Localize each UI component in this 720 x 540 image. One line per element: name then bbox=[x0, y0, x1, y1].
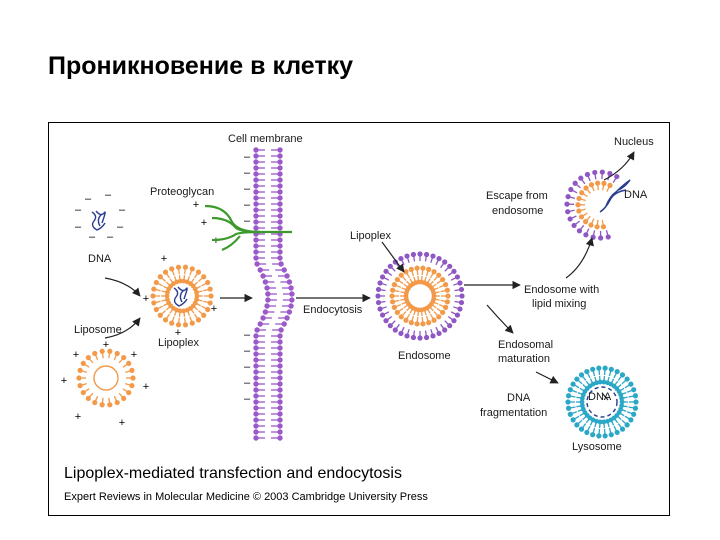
endosome-inner-glyph bbox=[389, 265, 451, 327]
plus-sign: + bbox=[103, 339, 109, 351]
label-endocytosis: Endocytosis bbox=[303, 304, 363, 316]
plus-sign: + bbox=[161, 253, 167, 265]
minus-sign: – bbox=[105, 189, 112, 201]
plus-sign: + bbox=[175, 327, 181, 339]
minus-sign: – bbox=[85, 193, 92, 205]
minus-sign: – bbox=[244, 215, 251, 227]
plus-sign: + bbox=[119, 417, 125, 429]
label-lipoplex-left: Lipoplex bbox=[158, 337, 199, 349]
label-dna-escape: DNA bbox=[624, 189, 648, 201]
label-lipid-mix-line1: Endosome with bbox=[524, 284, 599, 296]
label-dna-left: DNA bbox=[88, 253, 112, 265]
plus-sign: + bbox=[143, 293, 149, 305]
label-fragmentation-line2: fragmentation bbox=[480, 407, 547, 419]
minus-sign: – bbox=[119, 204, 126, 216]
arrow-endosome-to-maturation bbox=[486, 304, 514, 334]
dna-free-glyph bbox=[91, 210, 106, 231]
plus-sign: + bbox=[75, 411, 81, 423]
arrow-liposome-to-lipoplex bbox=[104, 317, 141, 339]
minus-sign: – bbox=[244, 167, 251, 179]
label-endosome: Endosome bbox=[398, 350, 451, 362]
escape-vesicle-outer bbox=[564, 169, 620, 241]
minus-sign: – bbox=[244, 329, 251, 341]
plus-sign: + bbox=[201, 217, 207, 229]
liposome-glyph bbox=[76, 348, 136, 408]
label-liposome: Liposome bbox=[74, 324, 122, 336]
label-lysosome: Lysosome bbox=[572, 441, 622, 453]
proteoglycan-glyph bbox=[204, 204, 292, 252]
figure-caption: Lipoplex-mediated transfection and endoc… bbox=[64, 465, 402, 482]
dna-fragments-glyph bbox=[586, 386, 618, 418]
dna-strands bbox=[91, 179, 631, 418]
plus-sign: + bbox=[193, 199, 199, 211]
label-maturation-line2: maturation bbox=[498, 353, 550, 365]
diagram-labels: Cell membrane Proteoglycan DNA Liposome … bbox=[64, 133, 654, 503]
cell-membrane bbox=[253, 147, 295, 441]
minus-sign: – bbox=[244, 361, 251, 373]
minus-sign: – bbox=[244, 151, 251, 163]
plus-sign: + bbox=[211, 303, 217, 315]
lipoplex-left-glyph bbox=[150, 264, 214, 328]
minus-sign: – bbox=[107, 231, 114, 243]
minus-sign: – bbox=[75, 221, 82, 233]
arrow-dna-lysosome-pointer bbox=[601, 392, 609, 401]
figure-credit: Expert Reviews in Molecular Medicine © 2… bbox=[64, 491, 428, 503]
charge-signs: ––––––––++++++++++++++–––––––––– bbox=[61, 151, 251, 429]
label-escape-line1: Escape from bbox=[486, 190, 548, 202]
label-dna-lysosome: DNA bbox=[588, 391, 612, 403]
label-nucleus: Nucleus bbox=[614, 136, 654, 148]
escape-vesicle-inner bbox=[575, 180, 613, 230]
minus-sign: – bbox=[117, 221, 124, 233]
arrow-escape-to-nucleus bbox=[603, 151, 635, 181]
minus-sign: – bbox=[244, 199, 251, 211]
minus-sign: – bbox=[244, 183, 251, 195]
vesicles bbox=[76, 169, 639, 439]
label-maturation-line1: Endosomal bbox=[498, 339, 553, 351]
arrow-dna-to-lipoplex bbox=[104, 277, 141, 297]
slide-title: Проникновение в клетку bbox=[48, 52, 354, 80]
minus-sign: – bbox=[244, 345, 251, 357]
figure-frame bbox=[48, 122, 670, 516]
endosome-outer-glyph bbox=[375, 251, 465, 341]
label-proteoglycan: Proteoglycan bbox=[150, 186, 214, 198]
arrow-maturation-to-lysosome bbox=[535, 371, 559, 384]
plus-sign: + bbox=[61, 375, 67, 387]
dna-lipoplex-glyph bbox=[173, 286, 188, 307]
arrows bbox=[104, 151, 635, 401]
label-lipoplex-right: Lipoplex bbox=[350, 230, 391, 242]
plus-sign: + bbox=[143, 381, 149, 393]
minus-sign: – bbox=[75, 204, 82, 216]
arrow-mixing-to-escape bbox=[565, 237, 594, 279]
minus-sign: – bbox=[244, 393, 251, 405]
arrow-lipoplex-pointer bbox=[381, 241, 405, 273]
label-fragmentation-line1: DNA bbox=[507, 392, 531, 404]
label-cell-membrane: Cell membrane bbox=[228, 133, 303, 145]
label-lipid-mix-line2: lipid mixing bbox=[532, 298, 586, 310]
dna-escape-glyph bbox=[605, 179, 631, 207]
plus-sign: + bbox=[131, 349, 137, 361]
minus-sign: – bbox=[89, 231, 96, 243]
minus-sign: – bbox=[244, 377, 251, 389]
label-escape-line2: endosome bbox=[492, 205, 543, 217]
lysosome-glyph bbox=[565, 365, 639, 439]
plus-sign: + bbox=[73, 349, 79, 361]
